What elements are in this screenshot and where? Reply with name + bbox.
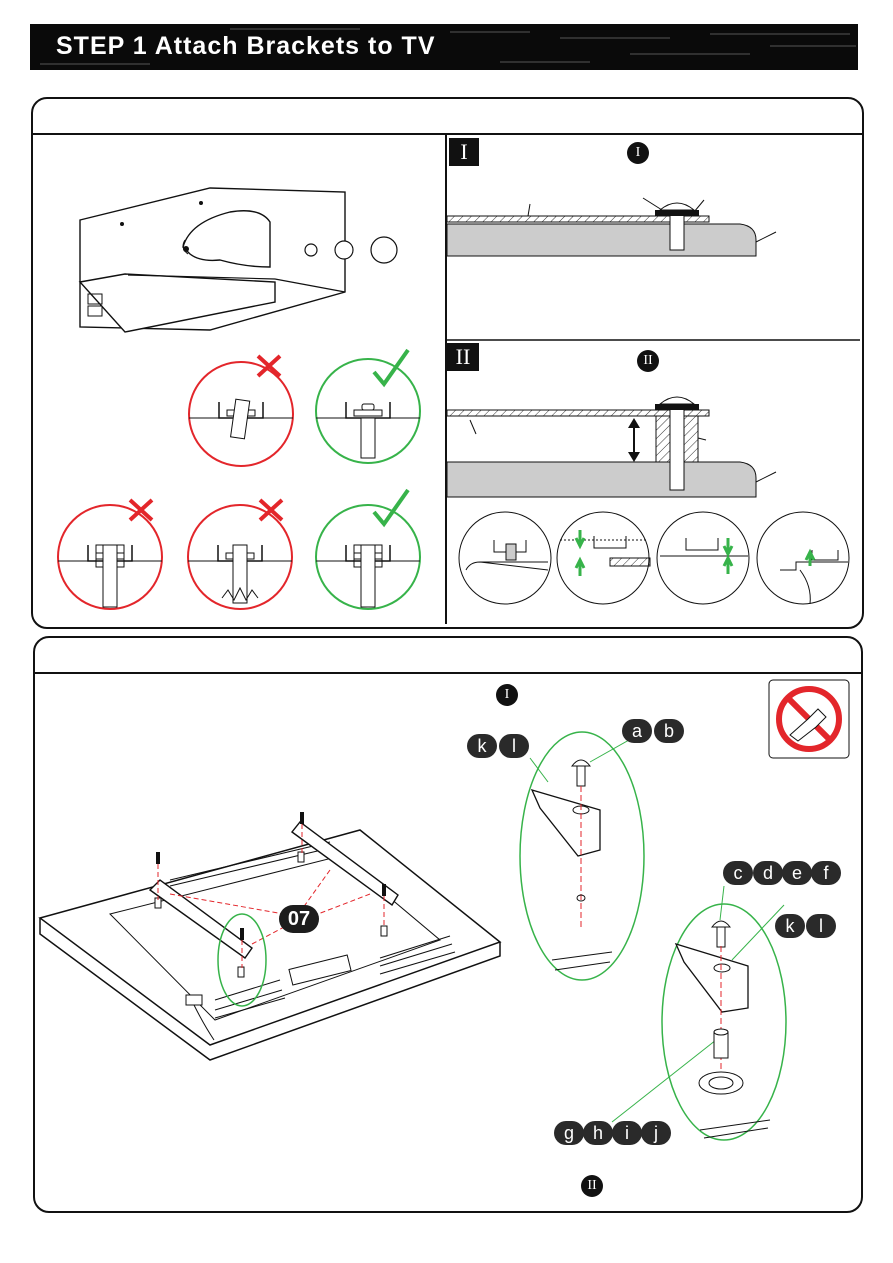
part-label-h: h bbox=[583, 1121, 613, 1145]
callout-number-07: 07 bbox=[279, 905, 319, 933]
wrong-too-long bbox=[187, 498, 293, 610]
page-title: STEP 1 Attach Brackets to TV bbox=[56, 32, 436, 60]
section-badge-I: I bbox=[627, 142, 649, 164]
part-label-f: f bbox=[811, 861, 841, 885]
section-roman-II: II bbox=[447, 343, 479, 371]
part-label-g: g bbox=[554, 1121, 584, 1145]
part-label-b: b bbox=[654, 719, 684, 743]
part-label-l: l bbox=[499, 734, 529, 758]
detail-badge-II: II bbox=[581, 1175, 603, 1197]
section-badge-II: II bbox=[637, 350, 659, 372]
panel-header-bar bbox=[33, 99, 862, 135]
part-label-e: e bbox=[782, 861, 812, 885]
banner-texture bbox=[40, 28, 856, 65]
part-label-i: i bbox=[612, 1121, 642, 1145]
part-label-k2: k bbox=[775, 914, 805, 938]
no-power-drill-icon bbox=[768, 679, 850, 759]
panel-header-bar bbox=[35, 638, 861, 674]
wrong-too-short bbox=[57, 498, 163, 610]
part-label-k: k bbox=[467, 734, 497, 758]
part-label-l2: l bbox=[806, 914, 836, 938]
correct-with-spacer bbox=[315, 488, 421, 610]
part-label-c: c bbox=[723, 861, 753, 885]
part-label-j: j bbox=[641, 1121, 671, 1145]
step-banner: STEP 1 Attach Brackets to TV bbox=[30, 24, 858, 70]
part-label-d: d bbox=[753, 861, 783, 885]
tv-hand-illustration bbox=[78, 187, 398, 333]
wrong-tilted-screw bbox=[188, 354, 294, 467]
section-roman-I: I bbox=[449, 138, 479, 166]
part-label-a: a bbox=[622, 719, 652, 743]
fit-examples bbox=[458, 511, 850, 605]
correct-seated-screw bbox=[315, 348, 421, 464]
detail-badge-I: I bbox=[496, 684, 518, 706]
